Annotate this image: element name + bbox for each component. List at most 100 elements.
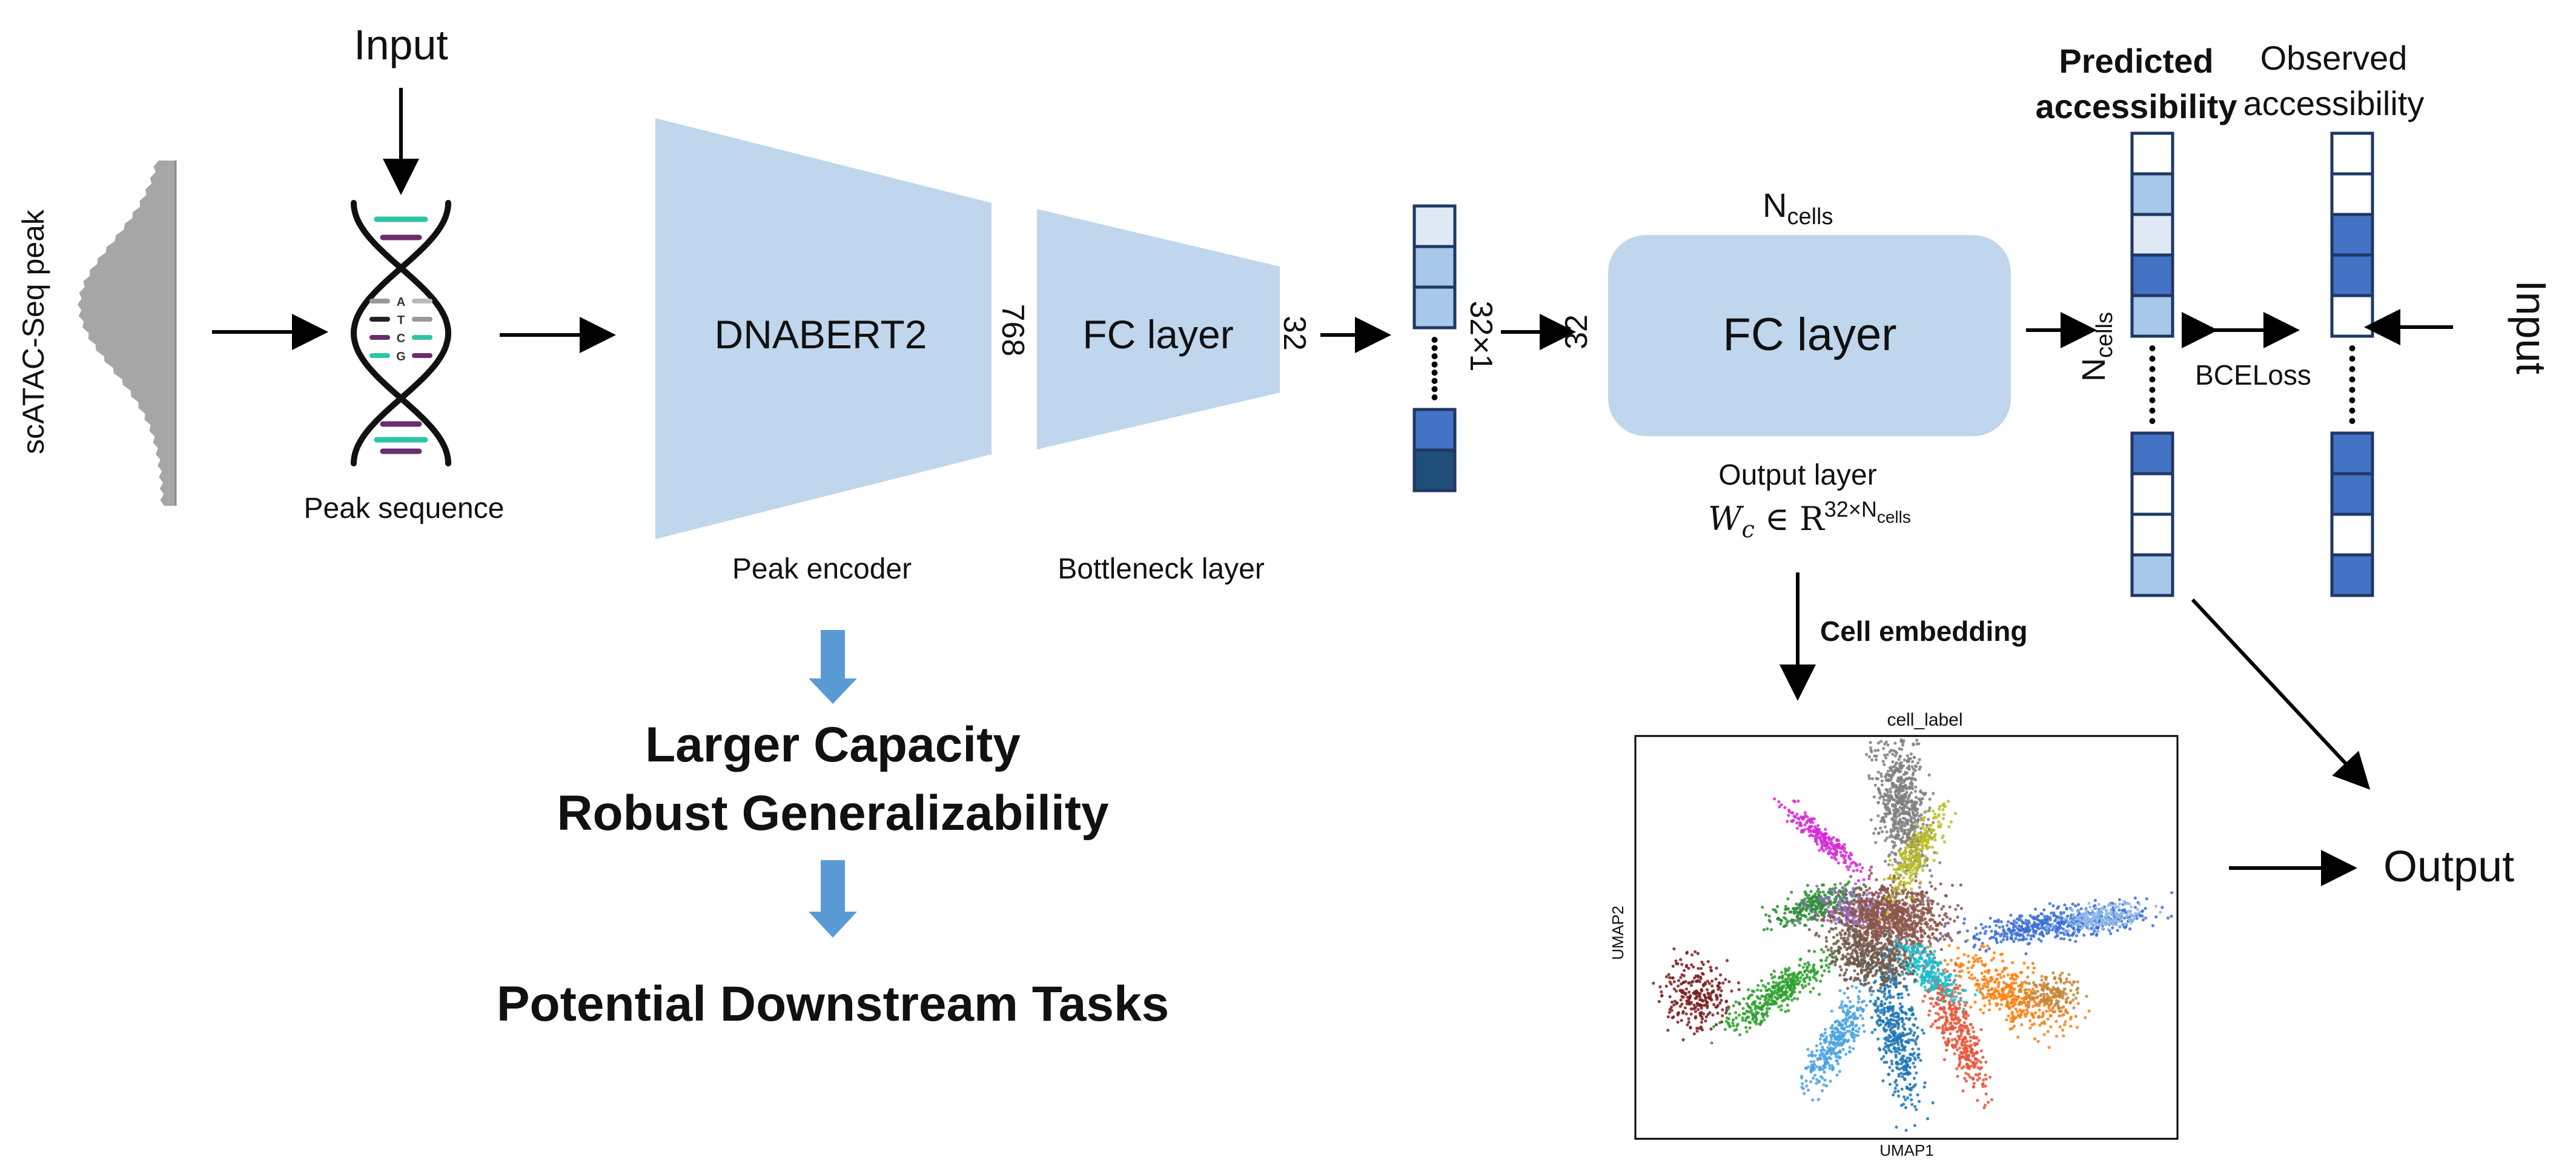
umap-point	[1818, 1067, 1822, 1070]
umap-point	[2028, 921, 2031, 925]
umap-point	[1870, 865, 1873, 869]
umap-point	[1727, 980, 1731, 984]
umap-point	[1949, 936, 1952, 940]
umap-point	[1832, 836, 1835, 840]
umap-point	[1824, 832, 1828, 835]
dnabert2-encoder-block	[655, 118, 992, 539]
umap-point	[1999, 1003, 2004, 1006]
umap-point	[2047, 1046, 2051, 1049]
umap-point	[1818, 827, 1821, 831]
umap-point	[1854, 882, 1858, 886]
umap-point	[1838, 1030, 1842, 1034]
umap-point	[2070, 983, 2074, 987]
umap-point	[2076, 909, 2079, 913]
umap-point	[1819, 1057, 1823, 1061]
umap-point	[2084, 1016, 2087, 1019]
umap-point	[1821, 1055, 1825, 1058]
umap-point	[2144, 907, 2147, 910]
umap-point	[2065, 916, 2068, 920]
umap-point	[1682, 974, 1686, 978]
umap-point	[2084, 912, 2087, 915]
umap-point	[1945, 970, 1949, 973]
ellipsis-dot	[2349, 366, 2356, 373]
umap-point	[1892, 829, 1896, 832]
umap-point	[1839, 882, 1843, 886]
umap-point	[1893, 912, 1896, 916]
umap-point	[1678, 1004, 1682, 1008]
umap-point	[1782, 916, 1786, 920]
umap-point	[1890, 1050, 1893, 1053]
umap-point	[1888, 766, 1892, 770]
umap-point	[1798, 970, 1801, 974]
umap-point	[2107, 920, 2111, 923]
umap-point	[2048, 916, 2052, 920]
umap-point	[2022, 961, 2026, 965]
umap-point	[2142, 916, 2146, 920]
umap-point	[1798, 921, 1802, 925]
dna-base-letter: G	[396, 350, 406, 363]
umap-point	[1882, 929, 1886, 933]
umap-point	[1848, 1046, 1852, 1049]
umap-point	[1684, 965, 1688, 969]
umap-point	[1789, 910, 1793, 913]
umap-point	[1958, 1006, 1961, 1010]
umap-point	[1873, 923, 1877, 926]
umap-point	[1777, 983, 1781, 986]
umap-point	[1836, 843, 1840, 846]
ellipsis-dot	[2149, 356, 2156, 362]
umap-point	[1867, 911, 1870, 915]
umap-point	[2061, 971, 2064, 975]
umap-point	[1976, 960, 1980, 964]
ellipsis-dot	[2349, 386, 2356, 393]
umap-point	[1876, 906, 1880, 910]
umap-point	[1854, 1024, 1858, 1028]
umap-point	[1920, 890, 1924, 893]
umap-point	[1700, 1006, 1703, 1010]
umap-point	[1821, 890, 1825, 894]
umap-point	[1923, 917, 1927, 921]
umap-point	[1813, 840, 1817, 843]
umap-point	[1944, 999, 1947, 1003]
umap-point	[1886, 900, 1889, 904]
umap-point	[2053, 976, 2056, 980]
umap-point	[1899, 1039, 1903, 1043]
umap-point	[1815, 832, 1819, 835]
umap-point	[1855, 893, 1858, 897]
umap-point	[1773, 975, 1776, 979]
umap-point	[1882, 1055, 1886, 1058]
umap-point	[1741, 1016, 1744, 1019]
umap-point	[1884, 1045, 1887, 1049]
umap-point	[2015, 921, 2018, 924]
umap-point	[1864, 903, 1868, 907]
umap-point	[1866, 908, 1869, 912]
umap-point	[2036, 1015, 2040, 1019]
umap-point	[1698, 1011, 1702, 1015]
umap-point	[1940, 996, 1944, 1000]
umap-point	[1806, 884, 1809, 887]
umap-point	[1822, 950, 1826, 954]
umap-point	[1889, 1043, 1893, 1047]
umap-point	[2017, 918, 2021, 922]
ellipsis-dot	[1431, 337, 1438, 343]
umap-point	[2123, 908, 2127, 912]
umap-point	[1709, 1027, 1713, 1031]
umap-point	[2066, 996, 2070, 999]
umap-point	[1964, 1004, 1967, 1007]
umap-point	[1992, 956, 1996, 960]
umap-point	[1749, 1021, 1752, 1024]
umap-point	[1885, 1029, 1889, 1032]
umap-point	[1779, 922, 1783, 926]
umap-point	[1929, 942, 1932, 946]
umap-point	[1896, 1015, 1900, 1018]
umap-point	[1882, 1006, 1886, 1010]
umap-point	[1823, 1078, 1827, 1082]
umap-point	[1886, 1006, 1889, 1009]
umap-point	[2031, 997, 2036, 1001]
umap-point	[1972, 1085, 1976, 1089]
umap-point	[1964, 940, 1967, 943]
umap-point	[2058, 1009, 2062, 1013]
umap-point	[1871, 907, 1875, 911]
umap-point	[1957, 1021, 1961, 1024]
umap-point	[1793, 980, 1797, 984]
umap-point	[1668, 995, 1672, 999]
